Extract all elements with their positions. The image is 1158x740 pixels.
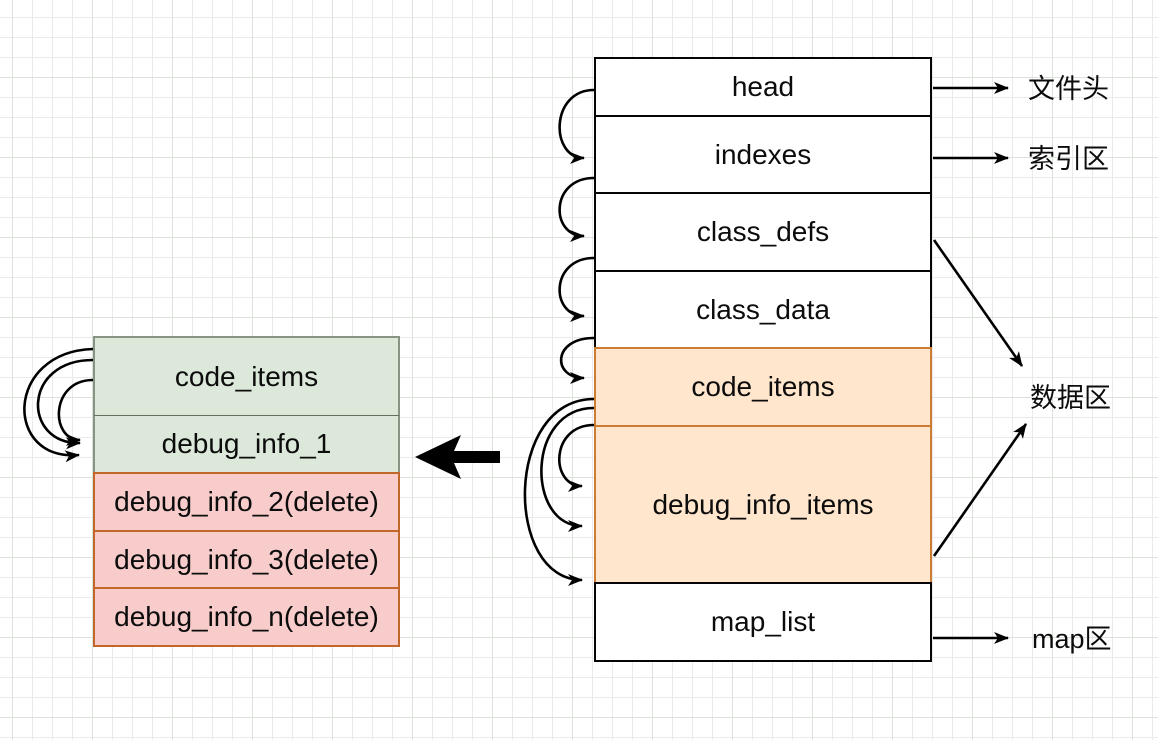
section-code-items: code_items (594, 347, 932, 427)
detail-debug-info-2: debug_info_2(delete) (93, 472, 400, 532)
detail-debug-info-1: debug_info_1 (93, 414, 400, 475)
curved-arrow-detail-inner (57, 378, 94, 446)
label-file-header: 文件头 (1028, 74, 1109, 104)
curved-arrow-indexes-to-classdefs (558, 176, 595, 242)
curved-arrow-detail-outer (23, 347, 94, 463)
section-class-defs: class_defs (594, 192, 932, 272)
curved-arrow-detail-middle (36, 358, 94, 450)
curved-arrow-head-to-indexes (558, 88, 595, 164)
arrow-classdefs-to-data-area (932, 239, 1024, 367)
curved-arrow-codeitems-to-debug-3 (523, 397, 595, 586)
curved-arrow-codeitems-to-debug-1 (558, 423, 595, 492)
dex-structure-stack: head indexes class_defs class_data code_… (594, 57, 932, 662)
section-indexes: indexes (594, 114, 932, 195)
curved-arrow-codeitems-to-debug-2 (540, 406, 595, 532)
section-class-data: class_data (594, 269, 932, 350)
section-debug-info-items: debug_info_items (594, 424, 932, 585)
arrow-debugitems-to-data-area (932, 423, 1028, 557)
label-map-area: map区 (1032, 624, 1112, 654)
label-data-area: 数据区 (1030, 383, 1111, 413)
curved-arrow-classdefs-to-classdata (558, 256, 595, 322)
detail-code-items: code_items (93, 336, 400, 417)
thick-left-arrow (415, 435, 500, 479)
debug-info-detail-stack: code_items debug_info_1 debug_info_2(del… (93, 336, 400, 647)
detail-debug-info-3: debug_info_3(delete) (93, 529, 400, 590)
curved-arrow-classdata-to-codeitems (559, 336, 595, 384)
section-map-list: map_list (594, 582, 932, 662)
section-head: head (594, 57, 932, 117)
detail-debug-info-n: debug_info_n(delete) (93, 587, 400, 647)
label-index-area: 索引区 (1028, 144, 1109, 174)
